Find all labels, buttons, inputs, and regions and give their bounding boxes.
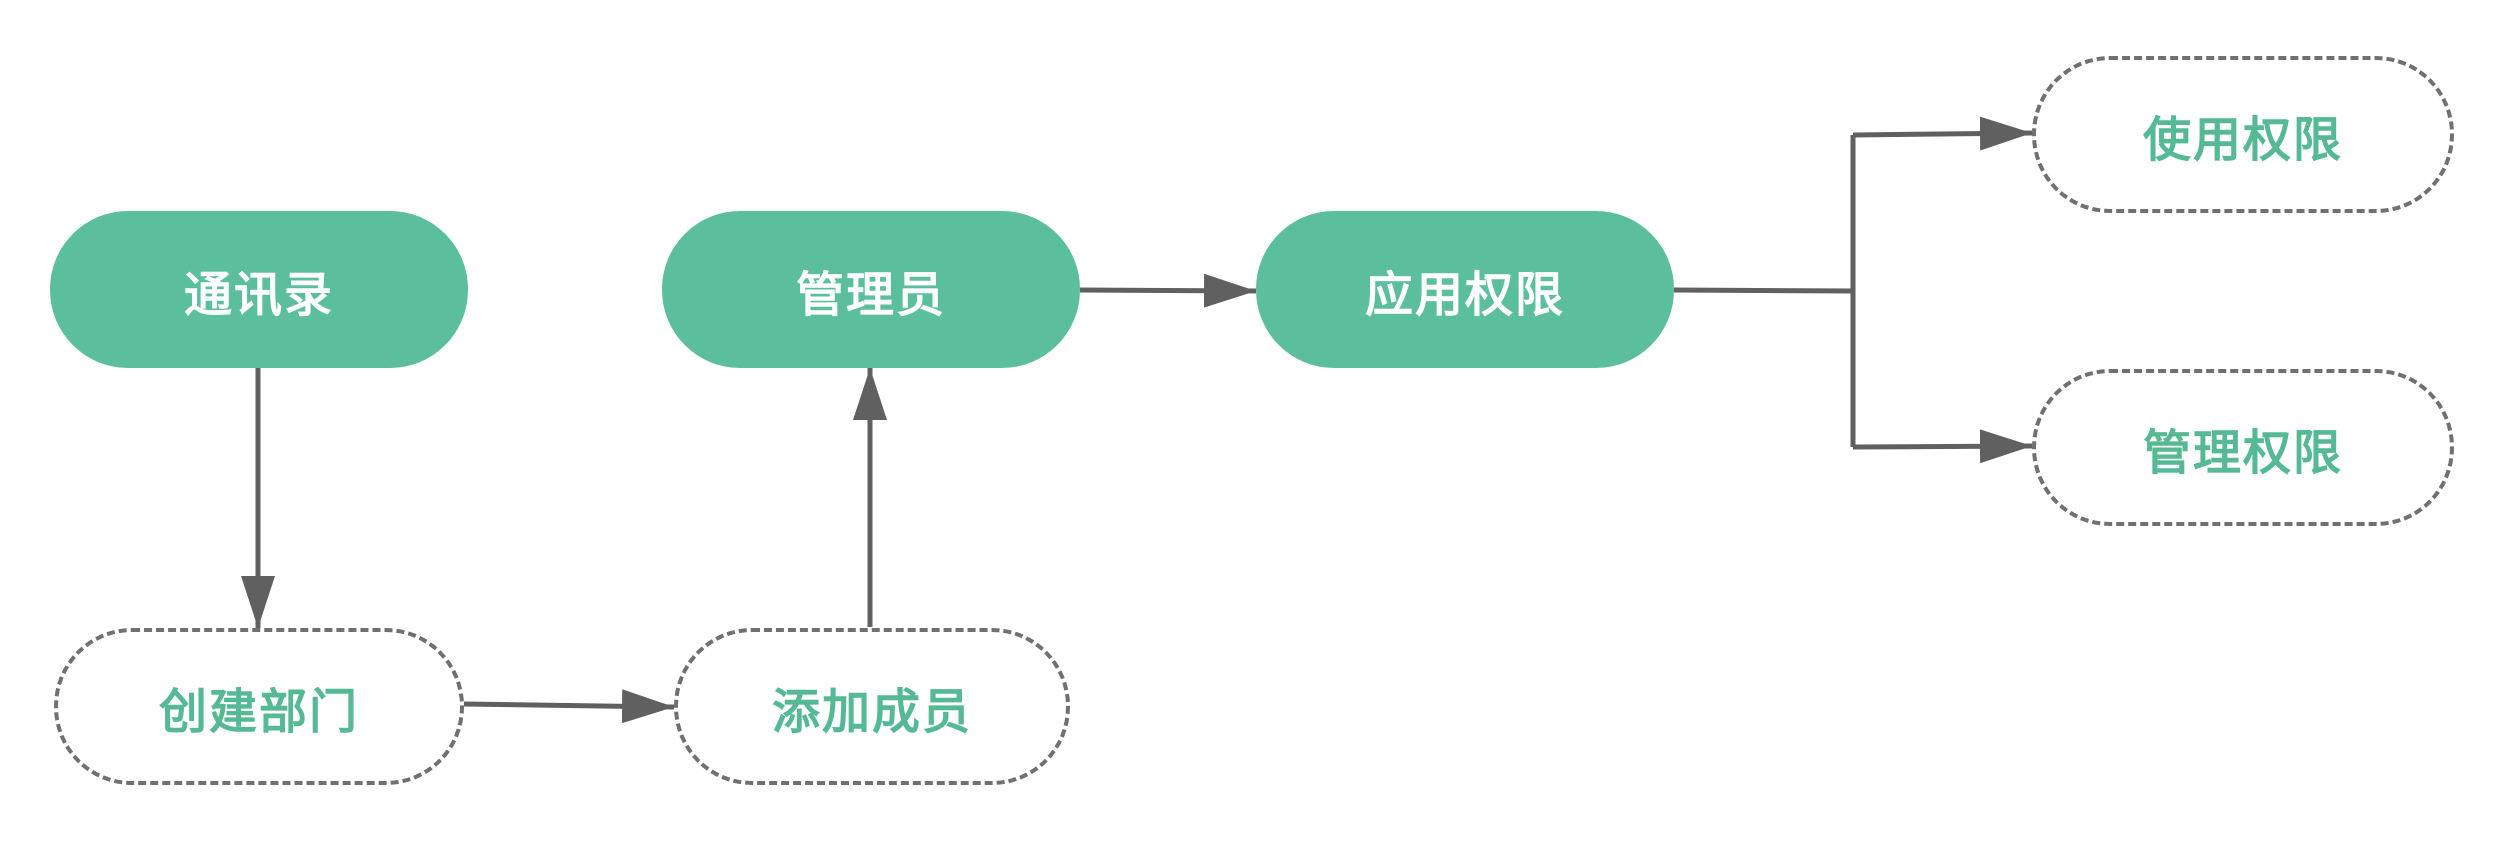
node-admin: 管理员 xyxy=(662,211,1080,368)
node-contacts: 通讯录 xyxy=(50,211,468,368)
node-contacts-label: 通讯录 xyxy=(183,266,334,323)
arrow-admin-to-app-permission xyxy=(1079,273,1257,308)
node-manage-permission: 管理权限 xyxy=(2032,369,2454,526)
node-manage-permission-label: 管理权限 xyxy=(2142,424,2343,481)
node-use-permission: 使用权限 xyxy=(2032,56,2454,213)
node-add-member: 添加成员 xyxy=(674,628,1070,785)
node-add-member-label: 添加成员 xyxy=(771,683,972,740)
arrow-to-manage-permission xyxy=(1852,429,2033,464)
node-create-department-label: 创建部门 xyxy=(158,683,359,740)
node-app-permission: 应用权限 xyxy=(1256,211,1674,368)
node-app-permission-label: 应用权限 xyxy=(1364,266,1565,323)
node-admin-label: 管理员 xyxy=(795,266,946,323)
node-use-permission-label: 使用权限 xyxy=(2142,111,2343,168)
branch-trunk xyxy=(1673,287,1854,294)
node-create-department: 创建部门 xyxy=(54,628,464,785)
arrow-create-department-to-add-member xyxy=(463,689,675,724)
arrow-to-use-permission xyxy=(1852,116,2033,151)
